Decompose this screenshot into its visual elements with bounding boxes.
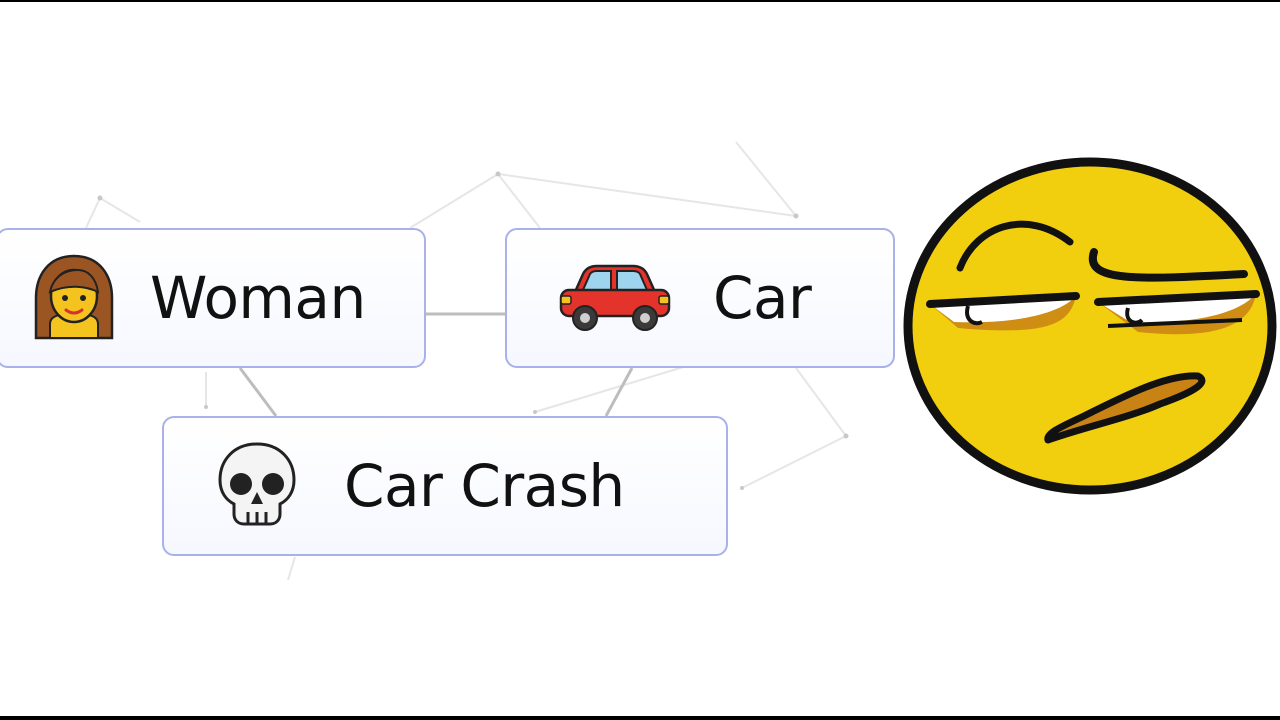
element-label: Car: [713, 264, 812, 332]
skeptical-face-icon: [903, 157, 1277, 495]
woman-emoji-icon: [34, 254, 114, 340]
element-tile-woman[interactable]: Woman: [0, 228, 426, 368]
skull-emoji-icon: [218, 442, 296, 526]
element-tile-car[interactable]: Car: [505, 228, 895, 368]
element-label: Car Crash: [344, 452, 625, 520]
element-tile-car-crash[interactable]: Car Crash: [162, 416, 728, 556]
red-car-emoji-icon: [559, 264, 671, 331]
element-label: Woman: [150, 264, 366, 332]
